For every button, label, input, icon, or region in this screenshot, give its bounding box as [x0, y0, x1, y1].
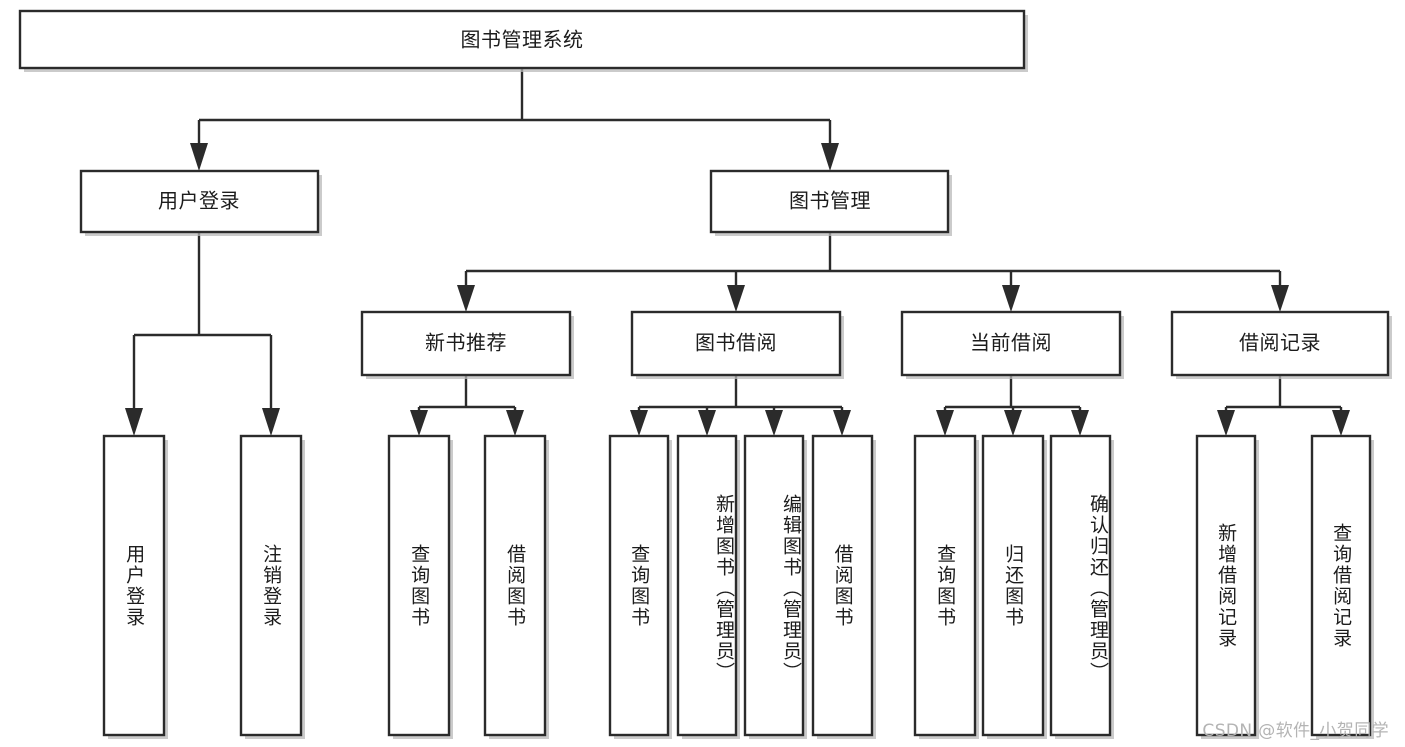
arrow-to-leaf-user-logout — [262, 408, 280, 436]
leaf-box-user-logout[interactable] — [239, 434, 303, 737]
arrow-to-leaf-query-book-rec — [410, 410, 428, 436]
leaf-box-confirm-return[interactable] — [1049, 434, 1112, 737]
node-current-borrow[interactable]: 当前借阅 — [900, 310, 1124, 379]
user-login-label: 用户登录 — [158, 189, 240, 213]
arrow-to-user-login — [190, 143, 208, 171]
new-book-rec-box — [360, 310, 572, 377]
arrow-to-book-borrow — [727, 285, 745, 312]
arrow-to-new-book-rec — [457, 285, 475, 312]
arrow-to-leaf-confirm-return — [1071, 410, 1089, 436]
arrow-to-leaf-add-record — [1217, 410, 1235, 436]
leaf-box-return-book[interactable] — [981, 434, 1045, 737]
connector-layer — [125, 68, 1350, 436]
leaf-box-query-book[interactable] — [608, 434, 670, 737]
leaf-box-user-login[interactable] — [102, 434, 166, 737]
arrow-to-leaf-edit-book — [765, 410, 783, 436]
arrow-to-current-borrow — [1002, 285, 1020, 312]
leaf-box-borrow-book[interactable] — [811, 434, 874, 737]
arrow-to-leaf-user-login — [125, 408, 143, 436]
current-borrow-label: 当前借阅 — [970, 331, 1052, 355]
borrow-record-box — [1170, 310, 1390, 377]
book-manage-label: 图书管理 — [789, 189, 871, 213]
book-borrow-box — [630, 310, 842, 377]
current-borrow-box — [900, 310, 1122, 377]
csdn-watermark: CSDN @软件_小贺同学 — [1202, 721, 1389, 741]
node-book-borrow[interactable]: 图书借阅 — [630, 310, 844, 379]
book-borrow-label: 图书借阅 — [695, 331, 777, 355]
root-label: 图书管理系统 — [461, 28, 584, 52]
arrow-to-leaf-query-book — [630, 410, 648, 436]
borrow-record-label: 借阅记录 — [1239, 331, 1321, 355]
node-borrow-record[interactable]: 借阅记录 — [1170, 310, 1392, 379]
arrow-to-leaf-borrow-book — [833, 410, 851, 436]
user-login-box — [79, 169, 320, 234]
arrow-to-book-manage — [821, 143, 839, 171]
node-user-login[interactable]: 用户登录 — [79, 169, 322, 236]
leaf-box-edit-book[interactable] — [743, 434, 805, 737]
leaf-box-borrow-book-rec[interactable] — [483, 434, 547, 737]
node-book-management[interactable]: 图书管理 — [709, 169, 952, 236]
book-manage-box — [709, 169, 950, 234]
arrow-to-leaf-add-book — [698, 410, 716, 436]
arrow-to-borrow-record — [1271, 285, 1289, 312]
leaf-box-query-record[interactable] — [1310, 434, 1372, 737]
leaf-box-layer — [102, 434, 1374, 739]
arrow-to-leaf-query-book-cur — [936, 410, 954, 436]
node-root-book-management-system[interactable]: 图书管理系统 — [18, 9, 1028, 72]
leaf-box-add-record[interactable] — [1195, 434, 1257, 737]
node-new-book-recommendation[interactable]: 新书推荐 — [360, 310, 574, 379]
new-book-rec-label: 新书推荐 — [425, 331, 507, 355]
arrow-to-leaf-return-book — [1004, 410, 1022, 436]
leaf-box-query-book-rec[interactable] — [387, 434, 451, 737]
arrow-to-leaf-borrow-book-rec — [506, 410, 524, 436]
leaf-box-add-book[interactable] — [676, 434, 738, 737]
arrow-to-leaf-query-record — [1332, 410, 1350, 436]
leaf-box-query-book-cur[interactable] — [913, 434, 977, 737]
root-box — [18, 9, 1026, 70]
